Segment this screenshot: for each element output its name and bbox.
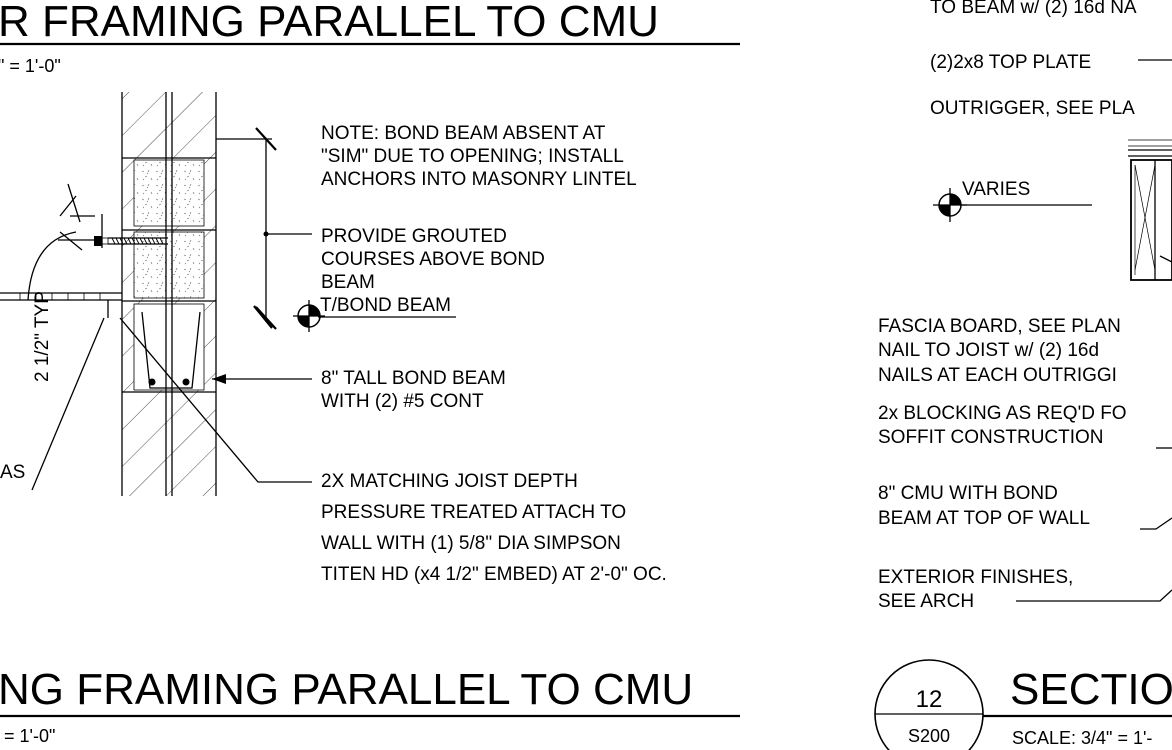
typ-dimension-label: 2 1/2" TYP: [32, 291, 53, 382]
top-left-detail: R FRAMING PARALLEL TO CMU " = 1'-0": [0, 0, 740, 585]
bond-note-1: 8" TALL BOND BEAM: [321, 368, 506, 389]
cmu-leader: [1140, 517, 1172, 530]
outrigger-note: OUTRIGGER, SEE PLA: [930, 98, 1135, 119]
tbond-marker: T/BOND BEAM: [253, 295, 456, 332]
tbond-label: T/BOND BEAM: [320, 295, 451, 316]
ext-note-2: SEE ARCH: [878, 591, 974, 612]
block-note-2: SOFFIT CONSTRUCTION: [878, 427, 1104, 448]
bond-note-2: WITH (2) #5 CONT: [321, 391, 484, 412]
joist-note-4: TITEN HD (x4 1/2" EMBED) AT 2'-0" OC.: [321, 564, 667, 585]
joist-note-2: PRESSURE TREATED ATTACH TO: [321, 502, 626, 523]
grout-note-2: COURSES ABOVE BOND: [321, 249, 545, 270]
bottom-detail-scale: = 1'-0": [4, 726, 55, 746]
callout-sheet: S200: [908, 726, 950, 746]
top-left-notes: NOTE: BOND BEAM ABSENT AT "SIM" DUE TO O…: [321, 123, 667, 585]
grout-note-3: BEAM: [321, 272, 375, 293]
varies-label: VARIES: [962, 179, 1030, 200]
block-note-1: 2x BLOCKING AS REQ'D FO: [878, 403, 1127, 424]
cmu-note-2: BEAM AT TOP OF WALL: [878, 508, 1090, 529]
callout-number: 12: [916, 686, 943, 713]
grout-dimension: [216, 127, 312, 330]
joist-note-3: WALL WITH (1) 5/8" DIA SIMPSON: [321, 533, 621, 554]
fascia-note-3: NAILS AT EACH OUTRIGGI: [878, 365, 1117, 386]
bond-leader-arrow: [212, 374, 226, 384]
fascia-note-2: NAIL TO JOIST w/ (2) 16d: [878, 340, 1099, 361]
cmu-note-1: 8" CMU WITH BOND: [878, 483, 1058, 504]
typ-dimension: 2 1/2" TYP AS: [0, 183, 105, 491]
detail-scale: " = 1'-0": [0, 56, 61, 76]
bottom-left-title-block: NG FRAMING PARALLEL TO CMU = 1'-0": [0, 665, 740, 746]
joist-edge: [0, 292, 122, 318]
as-fragment: AS: [0, 462, 25, 483]
fascia-note-1: FASCIA BOARD, SEE PLAN: [878, 316, 1121, 337]
section-title: SECTION: [1010, 665, 1172, 714]
cmu-wall: [121, 92, 217, 496]
joist-note-1: 2X MATCHING JOIST DEPTH: [321, 471, 578, 492]
beam-note: TO BEAM w/ (2) 16d NA: [930, 0, 1137, 18]
section-callout: 12 S200: [874, 659, 984, 750]
fascia-section: [1128, 139, 1172, 281]
note-line-3: ANCHORS INTO MASONRY LINTEL: [321, 169, 637, 190]
varies-marker: VARIES: [933, 179, 1092, 222]
note-line-1: NOTE: BOND BEAM ABSENT AT: [321, 123, 606, 144]
right-detail: TO BEAM w/ (2) 16d NA (2)2x8 TOP PLATE O…: [874, 0, 1172, 750]
anchor-bolt: [94, 236, 168, 246]
grout-note-1: PROVIDE GROUTED: [321, 226, 507, 247]
top-plate-note: (2)2x8 TOP PLATE: [930, 52, 1091, 73]
ext-note-1: EXTERIOR FINISHES,: [878, 567, 1073, 588]
detail-title: R FRAMING PARALLEL TO CMU: [0, 0, 659, 46]
section-scale: SCALE: 3/4" = 1'-: [1012, 728, 1152, 748]
bottom-detail-title: NG FRAMING PARALLEL TO CMU: [0, 665, 693, 714]
ext-leader: [1016, 589, 1172, 602]
note-line-2: "SIM" DUE TO OPENING; INSTALL: [321, 146, 624, 167]
joist-leader: [119, 317, 312, 483]
